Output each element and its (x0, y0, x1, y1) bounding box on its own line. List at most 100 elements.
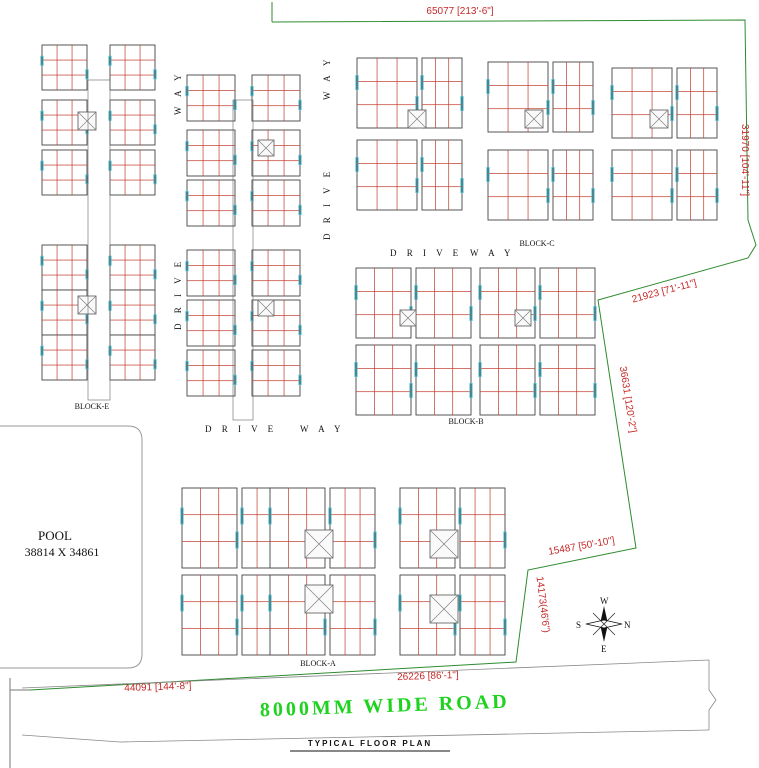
corridor (232, 99, 254, 421)
window (185, 261, 189, 272)
compass-south: S (576, 620, 581, 630)
drive-way-label-top-2: W A Y (470, 248, 515, 258)
window (591, 100, 595, 115)
window (670, 188, 674, 203)
apartment-unit (109, 149, 156, 196)
window (354, 285, 358, 300)
dim-bottom-left: 44091 [144'-8"] (124, 681, 192, 694)
apartment-unit (676, 67, 718, 139)
dim-bottom-mid: 26226 [86'-1"] (397, 670, 459, 683)
apartment-unit (356, 139, 418, 211)
window (153, 269, 157, 280)
block-b-label: BLOCK-B (448, 417, 483, 426)
road-label: 8000MM WIDE ROAD (260, 691, 510, 722)
window (185, 361, 189, 372)
typical-floor-plan-title: TYPICAL FLOOR PLAN (308, 739, 432, 748)
window (533, 383, 537, 398)
lift-shaft (399, 309, 417, 327)
window (354, 362, 358, 377)
lift-shaft (77, 111, 97, 131)
apartment-unit (251, 179, 301, 227)
window (235, 531, 239, 549)
drive-way-label-mid-2: W A Y (322, 55, 332, 100)
window (593, 383, 597, 398)
window (233, 324, 237, 335)
window (610, 167, 614, 182)
apartment-unit (611, 149, 673, 221)
window (180, 594, 184, 612)
lift-shaft (407, 109, 427, 129)
window (153, 359, 157, 370)
apartment-unit (181, 487, 238, 569)
window (153, 69, 157, 80)
apartment-unit (109, 289, 156, 336)
window (40, 345, 44, 356)
drive-way-label-mid-1: D R I V E (322, 168, 332, 240)
apartment-unit (251, 349, 301, 397)
apartment-unit (41, 149, 88, 196)
lift-shaft (257, 139, 275, 157)
window (185, 86, 189, 97)
apartment-unit (109, 334, 156, 381)
window (460, 178, 464, 193)
window (298, 324, 302, 335)
window (469, 306, 473, 321)
window (40, 160, 44, 171)
drive-way-label-left-2: W A Y (173, 70, 183, 115)
window (355, 157, 359, 172)
blocks-layer (40, 44, 719, 656)
apartment-unit (186, 249, 236, 297)
drive-way-label-bottom-1: D R I V E (205, 424, 277, 434)
window (235, 618, 239, 636)
window (240, 507, 244, 525)
window (675, 167, 679, 182)
apartment-unit (552, 61, 594, 133)
window (415, 178, 419, 193)
dim-right-middle: 36631 [120'-2"] (617, 366, 638, 434)
drive-way-label-bottom-2: W A Y (300, 424, 345, 434)
window (715, 106, 719, 121)
apartment-unit (186, 349, 236, 397)
window (180, 507, 184, 525)
apartment-unit (459, 574, 506, 656)
lift-shaft (77, 295, 97, 315)
window (185, 191, 189, 202)
window (233, 154, 237, 166)
block-c-label: BLOCK-C (519, 239, 554, 248)
window (715, 188, 719, 203)
window (458, 594, 462, 612)
apartment-unit (459, 487, 506, 569)
window (675, 85, 679, 100)
window (240, 594, 244, 612)
lift-shaft (524, 109, 544, 129)
window (298, 374, 302, 385)
window (298, 154, 302, 166)
window (398, 594, 402, 612)
window (478, 285, 482, 300)
apartment-unit (41, 244, 88, 291)
window (460, 96, 464, 111)
apartment-unit (399, 574, 456, 656)
window (328, 507, 332, 525)
apartment-unit (421, 57, 463, 129)
corridor (87, 79, 111, 401)
apartment-unit (109, 244, 156, 291)
window (420, 157, 424, 172)
window (533, 306, 537, 321)
window (250, 86, 254, 97)
window (420, 75, 424, 90)
window (153, 174, 157, 185)
apartment-unit (487, 149, 549, 221)
apartment-unit (109, 99, 156, 146)
lift-shaft (304, 584, 334, 614)
window (108, 55, 112, 66)
apartment-unit (41, 44, 88, 91)
window (409, 383, 413, 398)
block-a-label: BLOCK-A (300, 659, 336, 668)
lift-shaft (429, 529, 459, 559)
window (546, 100, 550, 115)
apartment-unit (676, 149, 718, 221)
window (551, 79, 555, 94)
apartment-unit (539, 267, 596, 339)
